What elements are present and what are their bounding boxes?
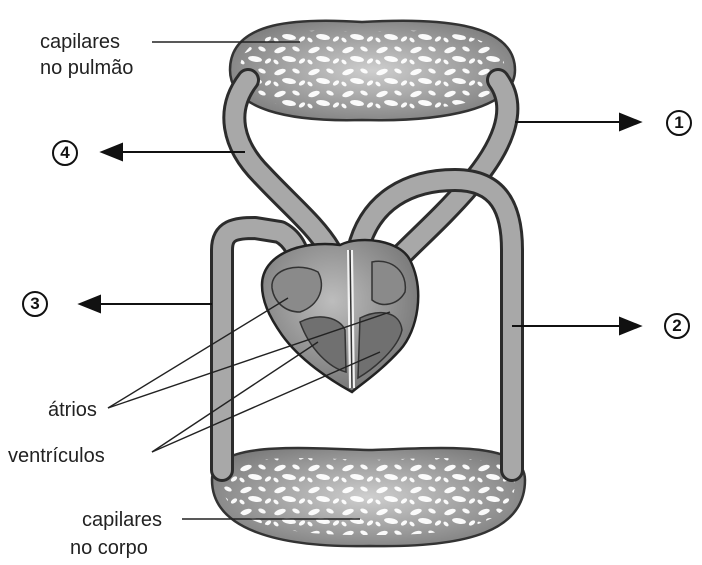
lung-capillaries-label-line2: no pulmão — [40, 56, 133, 80]
body-capillaries-label-line1: capilares — [82, 508, 162, 532]
body-capillaries-label-line2: no corpo — [70, 536, 148, 560]
atria-label: átrios — [48, 398, 97, 422]
marker-3: 3 — [22, 291, 48, 317]
ventricles-label: ventrículos — [8, 444, 105, 468]
marker-4: 4 — [52, 140, 78, 166]
body-capillary-bed — [212, 448, 525, 546]
marker-1: 1 — [666, 110, 692, 136]
lung-capillary-bed — [230, 21, 515, 121]
marker-2: 2 — [664, 313, 690, 339]
lung-capillaries-label-line1: capilares — [40, 30, 120, 54]
